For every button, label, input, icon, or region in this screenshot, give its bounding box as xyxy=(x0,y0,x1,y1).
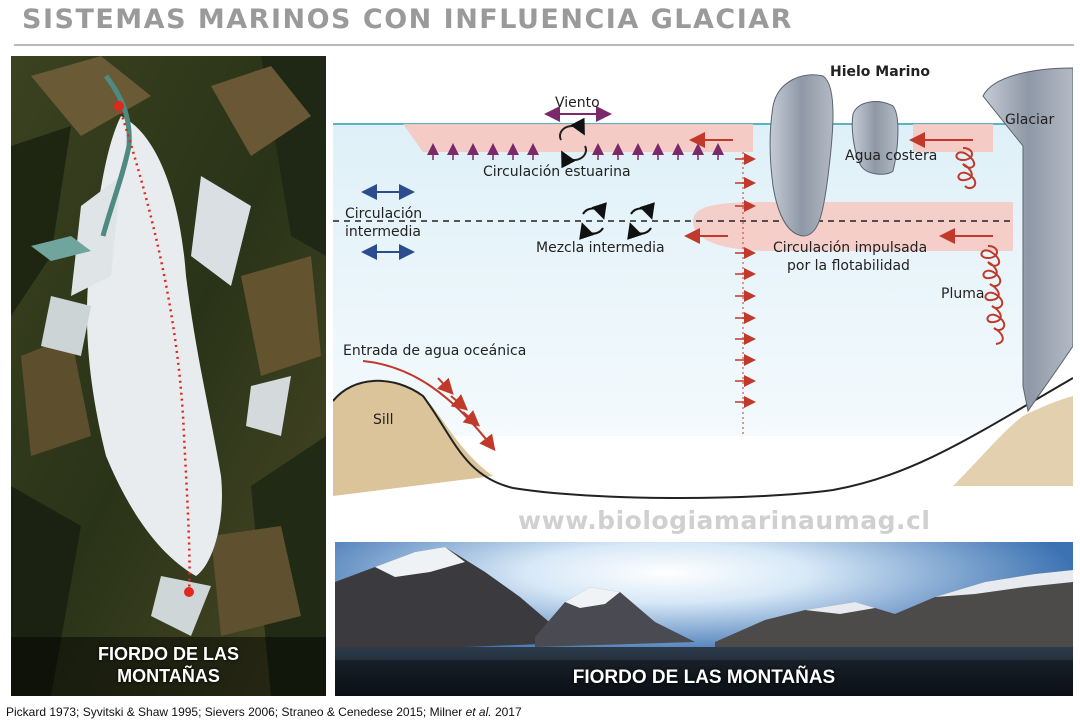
label-impulsada-1: Circulación impulsada xyxy=(773,240,927,256)
references-prefix: Pickard 1973; Syvitski & Shaw 1995; Siev… xyxy=(6,705,466,719)
label-mezcla-intermedia: Mezcla intermedia xyxy=(536,240,665,256)
ocean-inflow-arrow xyxy=(362,360,496,452)
label-impulsada-2: por la flotabilidad xyxy=(787,258,910,274)
page-title: SISTEMAS MARINOS CON INFLUENCIA GLACIAR xyxy=(22,4,793,35)
references-etal: et al. xyxy=(465,705,492,719)
plume-coil-lower xyxy=(980,245,1006,345)
label-circulacion-intermedia-1: Circulación xyxy=(345,206,422,222)
satellite-image xyxy=(11,56,326,696)
photo-caption: FIORDO DE LAS MONTAÑAS xyxy=(335,660,1073,696)
label-circulacion-estuarina: Circulación estuarina xyxy=(483,164,631,180)
satellite-caption-line1: FIORDO DE LAS xyxy=(97,644,239,664)
mixing-eddy-icons xyxy=(579,202,655,240)
label-circulacion-intermedia-2: intermedia xyxy=(345,224,421,240)
references: Pickard 1973; Syvitski & Shaw 1995; Siev… xyxy=(6,705,522,719)
label-glaciar: Glaciar xyxy=(1005,112,1054,128)
satellite-caption-line2: MONTAÑAS xyxy=(117,666,220,686)
label-viento: Viento xyxy=(555,95,600,111)
fjord-photo xyxy=(335,542,1073,696)
label-entrada-agua-oceanica: Entrada de agua oceánica xyxy=(343,343,526,359)
fjord-circulation-diagram: Hielo Marino Glaciar Viento Agua costera… xyxy=(332,56,1074,536)
references-suffix: 2017 xyxy=(491,705,522,719)
sea-ice-large xyxy=(769,74,834,237)
satellite-caption: FIORDO DE LAS MONTAÑAS xyxy=(11,637,326,696)
label-hielo-marino: Hielo Marino xyxy=(830,64,930,80)
upwelling-arrows xyxy=(427,143,724,160)
label-agua-costera: Agua costera xyxy=(845,148,937,164)
title-divider xyxy=(14,44,1074,46)
surface-eddy-icon xyxy=(559,117,587,169)
plume-coil-upper xyxy=(955,147,977,190)
watermark: www.biologiamarinaumag.cl xyxy=(518,506,931,535)
label-pluma: Pluma xyxy=(941,286,984,302)
water-column xyxy=(333,124,1033,436)
sea-ice-small xyxy=(851,101,899,175)
sill-sediment xyxy=(333,380,493,496)
inflow-short-arrows xyxy=(436,377,481,427)
label-sill: Sill xyxy=(373,412,394,428)
buoyancy-layer xyxy=(693,202,1013,251)
subsurface-arrow-column xyxy=(735,153,756,408)
seafloor-line xyxy=(332,377,1074,499)
